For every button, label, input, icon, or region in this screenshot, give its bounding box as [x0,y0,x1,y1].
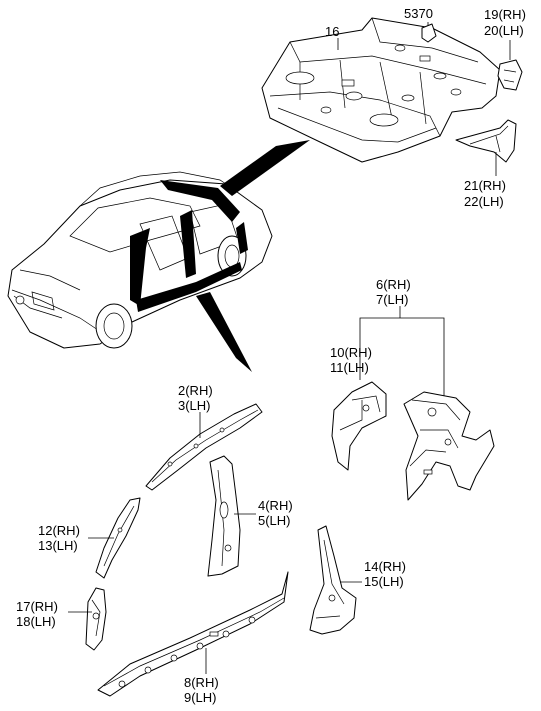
label-18: 18(LH) [16,614,56,629]
label-22: 22(LH) [464,194,504,209]
label-2: 2(RH) [178,383,213,398]
rear-pillar-14-15 [309,525,357,635]
outer-wheelhouse-6-7 [403,391,495,501]
roof-rail-2-3 [145,403,263,491]
car-illustration [7,140,310,372]
label-9: 9(LH) [184,690,217,705]
side-sill-8-9 [97,571,289,697]
label-7: 7(LH) [376,292,409,307]
label-12: 12(RH) [38,523,80,538]
label-16: 16 [325,24,339,39]
extension-21-22 [455,119,517,176]
label-13: 13(LH) [38,538,78,553]
label-19: 19(RH) [484,7,526,22]
label-10: 10(RH) [330,345,372,360]
label-15: 15(LH) [364,574,404,589]
label-8: 8(RH) [184,675,219,690]
bracket-19-20 [497,40,523,91]
label-5370: 5370 [404,6,433,21]
rear-package-panel [261,17,501,163]
leader-6-7 [359,317,445,400]
label-21: 21(RH) [464,178,506,193]
label-11: 11(LH) [330,360,369,375]
label-14: 14(RH) [364,559,406,574]
front-pillar-12-13 [95,497,141,579]
label-4: 4(RH) [258,498,293,513]
clip-5370 [421,22,437,43]
label-17: 17(RH) [16,599,58,614]
inner-wheelhouse-10-11 [331,381,387,471]
label-6: 6(RH) [376,277,411,292]
label-5: 5(LH) [258,513,291,528]
label-3: 3(LH) [178,398,211,413]
label-20: 20(LH) [484,23,524,38]
lower-front-pillar-17-18 [85,587,107,651]
center-pillar-4-5 [207,455,241,577]
